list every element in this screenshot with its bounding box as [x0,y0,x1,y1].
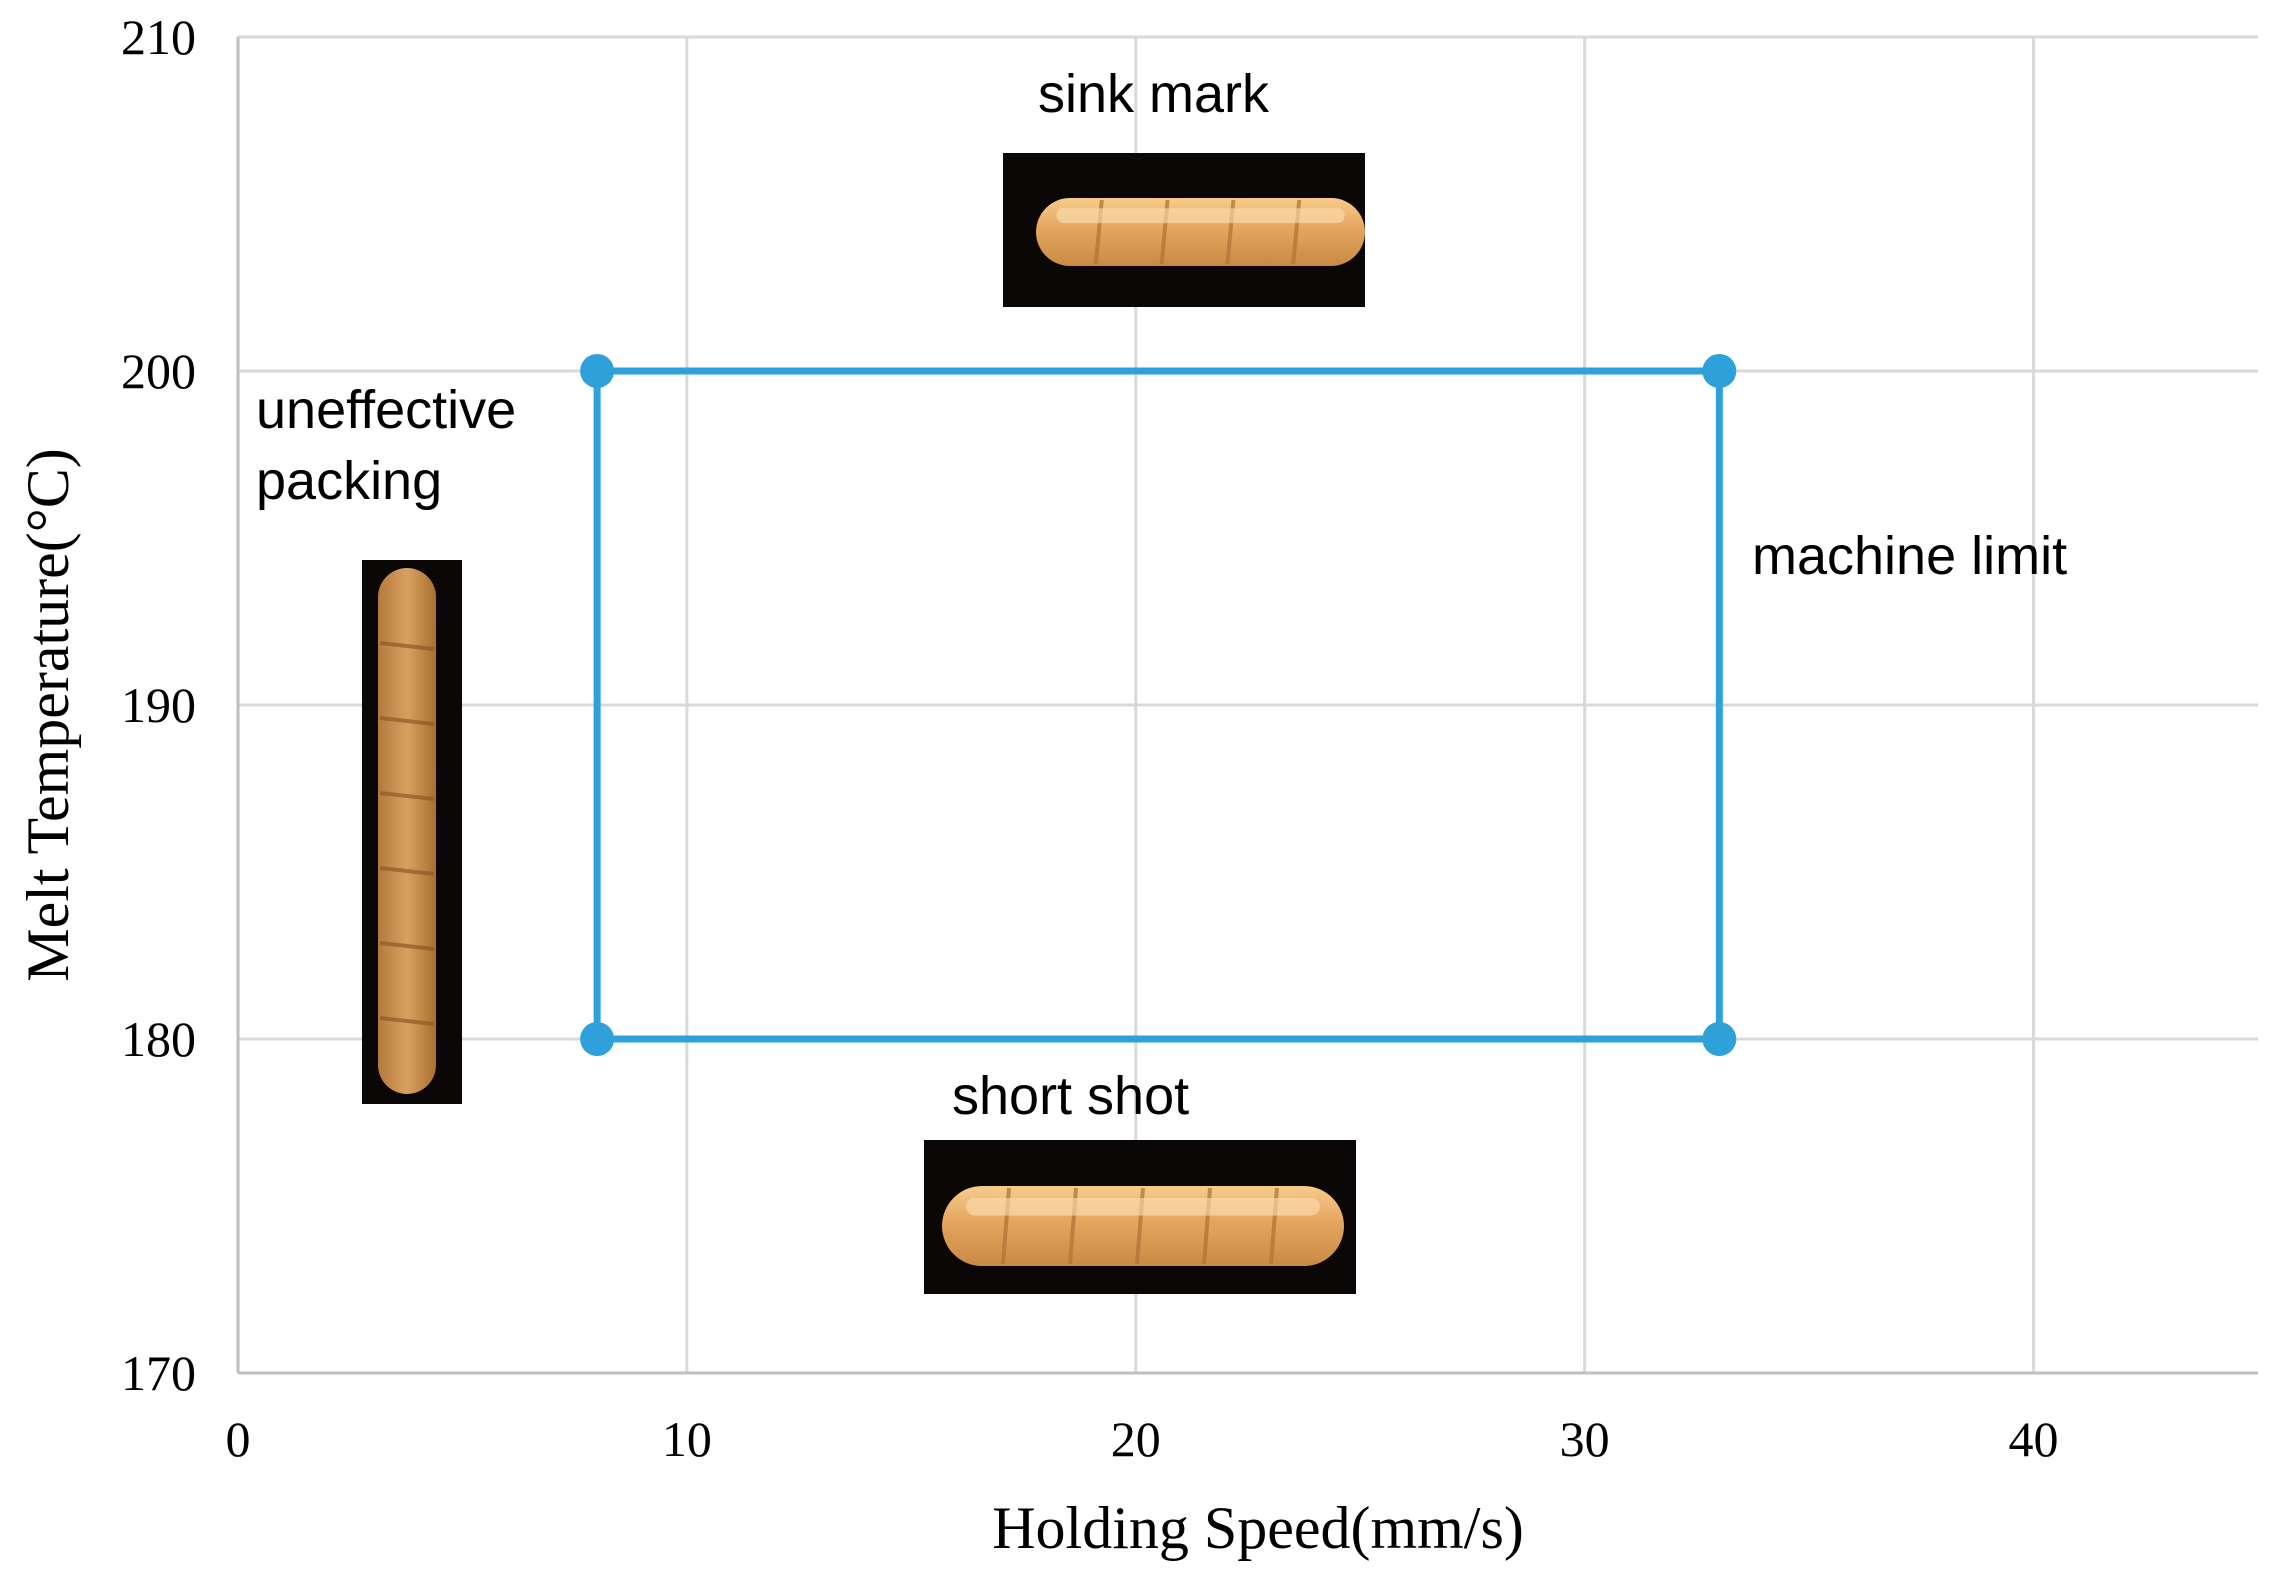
y-axis-title: Melt Temperature(°C) [15,448,81,982]
data-point-2 [1702,354,1737,388]
y-tick-label-190: 190 [121,677,196,733]
short-shot-label: short shot [952,1066,1189,1126]
x-tick-label-10: 10 [662,1411,712,1467]
sink-mark-sample-photo [1003,153,1365,307]
x-tick-label-30: 30 [1560,1411,1610,1467]
sample-photos [362,153,1365,1294]
uneffective-packing-sample-photo [362,560,462,1104]
data-point-0 [580,1022,615,1056]
peg-ridge [379,641,435,651]
uneffective-packing-label: uneffective packing [256,380,516,511]
y-tick-label-170: 170 [121,1345,196,1401]
sink-mark-label: sink mark [1038,64,1270,124]
peg-ridge [379,716,435,726]
uneffective-packing-label-line-1: packing [256,451,442,511]
data-point-3 [1702,1022,1737,1056]
short-shot-sample-photo [924,1140,1356,1294]
peg-ridge [379,1016,435,1026]
series-window-rectangle [580,354,1737,1056]
y-tick-label-200: 200 [121,343,196,399]
x-tick-label-0: 0 [226,1411,251,1467]
tick-labels: 0 10 20 30 40 170 180 190 200 210 [121,9,2059,1467]
peg-ridge [379,866,435,876]
axes [236,37,2258,1375]
peg-highlight [966,1198,1320,1216]
peg-highlight [1056,208,1345,224]
x-tick-label-40: 40 [2009,1411,2059,1467]
peg-ridge [379,941,435,951]
axis-titles: Holding Speed(mm/s) Melt Temperature(°C) [15,448,1524,1561]
peg-ridge [379,791,435,801]
uneffective-packing-label-line-0: uneffective [256,380,516,440]
y-tick-label-210: 210 [121,9,196,65]
x-tick-label-20: 20 [1111,1411,1161,1467]
peg-body [378,568,436,1094]
x-axis-title: Holding Speed(mm/s) [992,1495,1524,1561]
machine-limit-label: machine limit [1752,526,2067,586]
data-point-1 [580,354,615,388]
annotations: sink mark uneffective packing machine limit… [256,64,2067,1126]
y-tick-label-180: 180 [121,1011,196,1067]
